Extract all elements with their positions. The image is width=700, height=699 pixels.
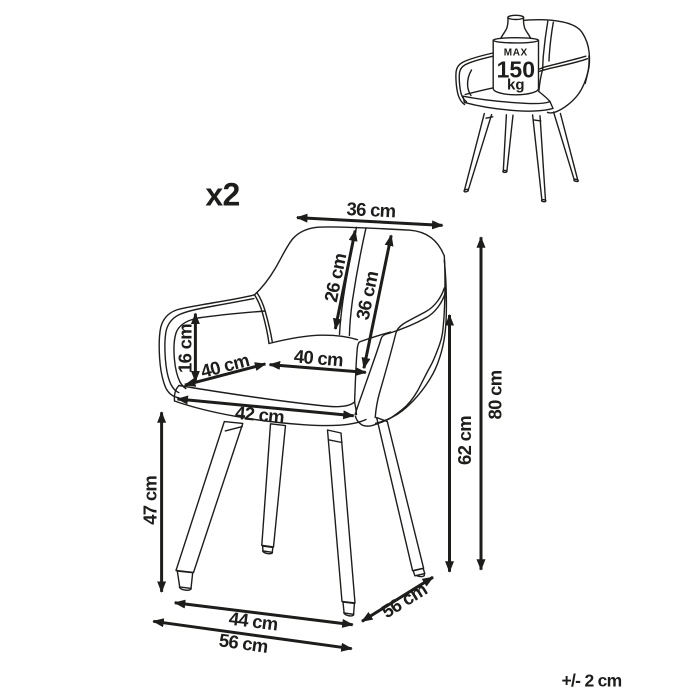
svg-text:16 cm: 16 cm <box>175 324 196 373</box>
svg-text:56 cm: 56 cm <box>218 629 270 657</box>
svg-text:40 cm: 40 cm <box>293 345 344 370</box>
svg-text:+/- 2 cm: +/- 2 cm <box>561 671 621 691</box>
svg-text:36 cm: 36 cm <box>346 198 396 221</box>
svg-text:26 cm: 26 cm <box>320 251 350 303</box>
svg-text:42 cm: 42 cm <box>234 402 285 428</box>
svg-text:80 cm: 80 cm <box>484 370 505 419</box>
svg-text:47 cm: 47 cm <box>139 476 160 525</box>
svg-text:x2: x2 <box>205 177 239 213</box>
svg-text:150: 150 <box>497 57 535 83</box>
svg-text:MAX: MAX <box>504 48 528 59</box>
svg-text:62 cm: 62 cm <box>454 416 475 465</box>
svg-text:56 cm: 56 cm <box>378 578 431 622</box>
svg-text:40 cm: 40 cm <box>198 349 251 382</box>
svg-text:kg: kg <box>507 77 525 94</box>
